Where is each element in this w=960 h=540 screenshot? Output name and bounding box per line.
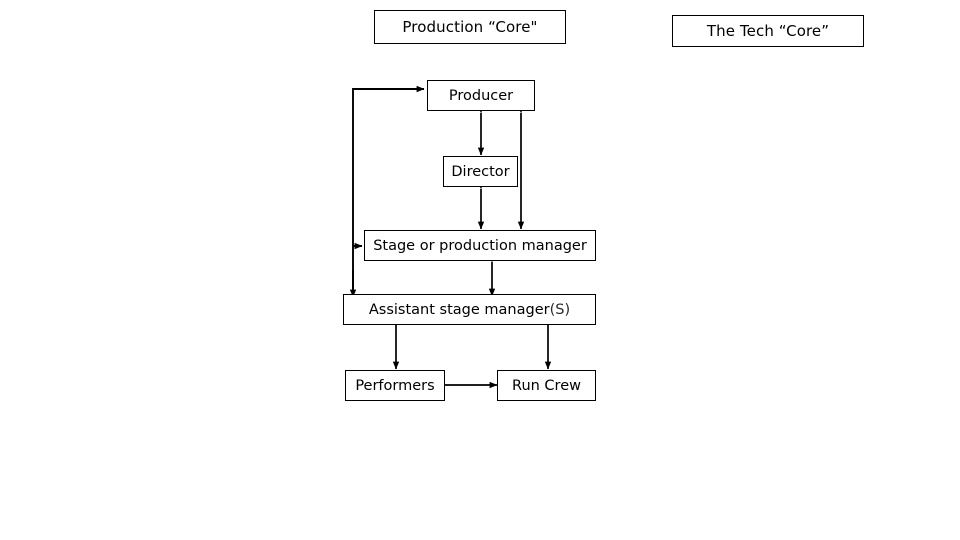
title-label-production-core: Production “Core" [402, 18, 538, 36]
title-box-tech-core: The Tech “Core” [672, 15, 864, 47]
node-label-assistant-suffix: (S) [549, 301, 571, 318]
node-director: Director [443, 156, 518, 187]
title-box-production-core: Production “Core" [374, 10, 566, 44]
node-producer: Producer [427, 80, 535, 111]
node-label-assistant-stage-manager: Assistant stage manager [368, 301, 550, 318]
title-label-tech-core: The Tech “Core” [706, 22, 830, 40]
node-assistant-stage-manager: Assistant stage manager(S) [343, 294, 596, 325]
node-label-director: Director [451, 163, 510, 180]
node-label-run-crew: Run Crew [512, 377, 581, 394]
node-run-crew: Run Crew [497, 370, 596, 401]
connector-elbow-assistant-to-producer [352, 85, 425, 296]
node-stage-manager: Stage or production manager [364, 230, 596, 261]
node-label-stage-manager: Stage or production manager [373, 237, 587, 254]
node-performers: Performers [345, 370, 445, 401]
node-label-performers: Performers [355, 377, 435, 394]
node-label-producer: Producer [448, 87, 514, 104]
